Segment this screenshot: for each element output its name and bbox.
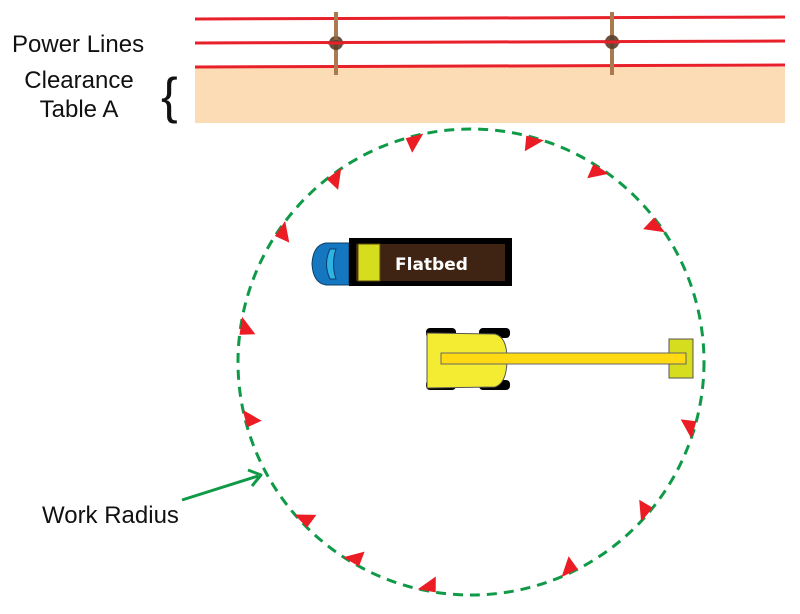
boundary-marker [294,514,317,528]
utility-pole [328,12,344,75]
flatbed-bed [356,244,505,281]
clearance-zone [195,67,785,123]
pole-shaft-front [334,36,338,40]
boundary-marker [639,499,653,522]
power-lines-label: Power Lines [12,31,144,58]
power-line [194,15,786,21]
boundary-marker [587,163,609,179]
arrow-shaft [181,474,259,502]
utility-pole [604,12,620,75]
clearance-label-line1: Clearance [24,67,133,94]
clearance-label-line2: Table A [40,96,119,123]
crane-boom [440,352,687,365]
flatbed-truck: Flatbed [311,238,512,286]
boundary-marker [680,419,697,439]
boundary-marker [561,556,578,578]
boundary-marker [524,135,544,152]
truck-windshield [326,248,337,280]
arrow-head [247,468,263,487]
boundary-marker [242,409,262,428]
work-radius-circle [236,127,706,597]
boundary-marker [417,576,436,593]
boundary-marker [239,316,256,335]
power-line [194,63,786,69]
boundary-marker [405,133,424,153]
work-radius-label: Work Radius [42,502,179,529]
boundary-marker [643,217,665,233]
boundary-markers [239,133,697,593]
flatbed-label: Flatbed [395,255,468,275]
boundary-marker [326,168,342,190]
power-line [194,39,786,45]
boundary-marker [274,220,290,243]
work-radius-arrow [181,468,263,502]
power-lines [194,15,786,69]
crane [426,328,694,390]
flatbed-headboard [357,243,381,282]
clearance-bracket: { [161,68,178,124]
boundary-marker [343,551,365,567]
